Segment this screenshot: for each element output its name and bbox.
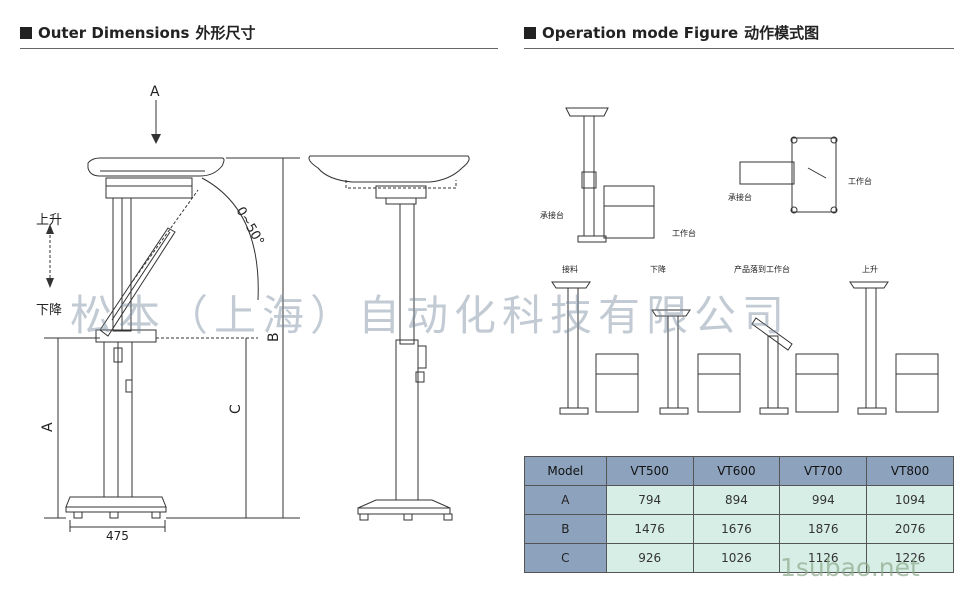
row-label: A [524, 485, 607, 515]
op-step1-label: 接料 [562, 264, 578, 274]
side-base [65, 496, 167, 508]
op-top-tray [565, 107, 609, 117]
op-step-2 [651, 309, 741, 415]
table-header: Model [524, 456, 607, 486]
arrow-up-icon [46, 224, 54, 234]
table-row: B 1476 1676 1876 2076 [524, 514, 954, 544]
table-cell: 1876 [779, 514, 868, 544]
op-step-4 [849, 281, 939, 415]
label-a: A [40, 422, 56, 432]
table-row: A 794 894 994 1094 [524, 485, 954, 515]
spec-table: Model VT500 VT600 VT700 VT800 A 794 894 … [524, 456, 954, 573]
left-divider [20, 48, 498, 49]
label-up: 上升 [36, 213, 62, 228]
side-tray [87, 157, 225, 177]
op-step-1 [551, 281, 639, 415]
operation-mode-label-cn: 动作模式图 [744, 24, 820, 42]
label-b: B [266, 332, 282, 342]
arrow-down-icon [151, 134, 161, 144]
table-cell: 1226 [866, 543, 954, 573]
outer-dimensions-label-cn: 外形尺寸 [195, 24, 256, 42]
table-cell: 1026 [692, 543, 781, 573]
table-header: VT800 [866, 456, 954, 486]
op-step-3 [751, 317, 839, 415]
label-angle: 0~50° [233, 205, 267, 249]
outer-dimensions-title: Outer Dimensions 外形尺寸 [20, 22, 255, 43]
op-plan-receiver [739, 161, 795, 185]
side-bracket [105, 177, 193, 199]
operation-mode-label: Operation mode Figure [542, 23, 739, 42]
op-label-receiving: 承接台 [540, 210, 564, 220]
outer-dimensions-label: Outer Dimensions [38, 23, 190, 42]
front-tray [308, 155, 470, 183]
op-plan-label-receiving: 承接台 [728, 192, 752, 202]
operation-mode-title: Operation mode Figure 动作模式图 [524, 22, 819, 43]
table-cell: 994 [779, 485, 868, 515]
table-cell: 926 [605, 543, 694, 573]
arrow-down-icon [46, 278, 54, 288]
op-top-column [583, 115, 595, 237]
op-step2-label: 下降 [650, 264, 666, 274]
company-watermark: 松本（上海）自动化科技有限公司 [70, 291, 791, 340]
op-plan-workbench [791, 137, 837, 213]
op-label-workbench: 工作台 [672, 228, 696, 238]
op-step3-label: 产品落到工作台 [734, 264, 790, 274]
site-watermark: 1subao.net [780, 553, 920, 582]
table-cell: 1476 [605, 514, 694, 544]
table-header: VT600 [692, 456, 781, 486]
table-cell: 794 [605, 485, 694, 515]
front-upper-column [399, 203, 415, 345]
row-label: C [524, 543, 607, 573]
table-cell: 894 [692, 485, 781, 515]
table-cell: 2076 [866, 514, 954, 544]
table-cell: 1676 [692, 514, 781, 544]
angle-arc [201, 177, 259, 301]
row-label: B [524, 514, 607, 544]
front-base [357, 499, 451, 509]
op-plan-label-workbench: 工作台 [848, 176, 872, 186]
label-a-arrow: A [150, 84, 160, 100]
op-top-workbench [603, 185, 655, 239]
table-row: C 926 1026 1126 1226 [524, 543, 954, 573]
table-cell: 1126 [779, 543, 868, 573]
bullet-square-icon [20, 26, 32, 39]
label-width: 475 [106, 529, 129, 543]
right-divider [524, 48, 954, 49]
table-header-row: Model VT500 VT600 VT700 VT800 [524, 456, 954, 486]
label-c: C [228, 404, 244, 414]
op-step4-label: 上升 [862, 265, 878, 274]
label-down: 下降 [36, 303, 62, 318]
bullet-square-icon [524, 26, 536, 39]
side-tilted-plate [99, 227, 176, 337]
table-cell: 1094 [866, 485, 954, 515]
table-header: VT700 [779, 456, 868, 486]
table-header: VT500 [605, 456, 694, 486]
front-lower-column [395, 339, 419, 501]
